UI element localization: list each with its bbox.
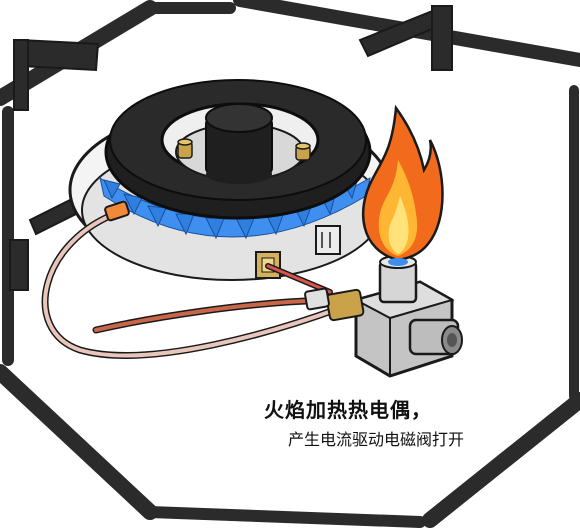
brass-nozzles xyxy=(177,138,311,161)
igniter-electrode xyxy=(315,225,341,255)
pilot-flame-icon xyxy=(361,104,444,266)
grate-prongs xyxy=(9,5,453,291)
burner-center-post xyxy=(205,103,273,184)
brass-connector xyxy=(304,287,365,322)
caption-line-1: 火焰加热热电偶， xyxy=(264,398,432,422)
caption-line-2: 产生电流驱动电磁阀打开 xyxy=(287,430,464,449)
tube-fitting-left xyxy=(104,200,130,222)
